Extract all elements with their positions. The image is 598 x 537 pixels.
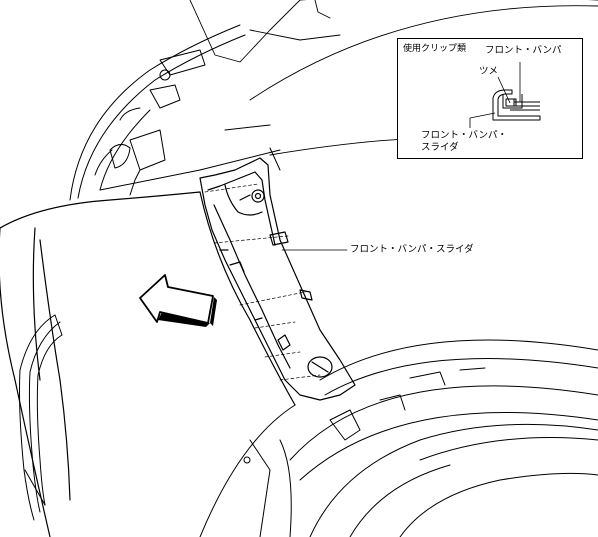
callout-slider-label-line1: フロント・バンパ・	[421, 130, 507, 141]
clip-section	[492, 89, 541, 121]
callout-slider-label-line2: スライダ	[421, 142, 459, 153]
bumper-vent	[19, 314, 63, 521]
headlamp-area	[69, 24, 246, 201]
clip-callout-box	[397, 38, 583, 159]
wheel-arch	[199, 339, 598, 537]
main-slider-label: フロント・バンパ・スライダ	[350, 244, 474, 255]
front-fender	[99, 124, 281, 191]
front-bumper	[0, 191, 296, 537]
callout-tab-label: ツメ	[479, 66, 499, 77]
arrow-left-icon	[139, 274, 217, 327]
callout-bumper-label: フロント・バンパ	[485, 45, 562, 56]
callout-title: 使用クリップ類	[403, 44, 467, 54]
bumper-slider-part	[199, 157, 356, 401]
clip-position-guides	[204, 183, 321, 381]
